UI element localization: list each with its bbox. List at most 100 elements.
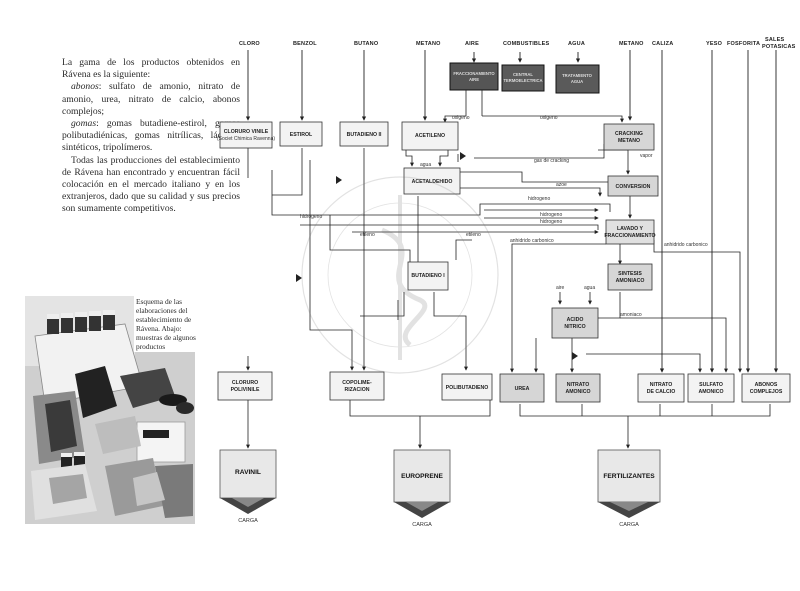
- box-cloruro-polivinile: [217, 371, 273, 401]
- box-conversion: [607, 175, 659, 197]
- silo-fertilizantes-label: FERTILIZANTES: [603, 473, 655, 480]
- silo-ravinil: [219, 449, 277, 514]
- box-conversion-label: CONVERSION: [616, 184, 651, 190]
- input-label-sales: SALES: [765, 37, 784, 43]
- flow-hidrogeno-2: hidrogeno: [300, 214, 322, 220]
- box-central-line-1: CENTRAL: [513, 72, 533, 77]
- box-acido-line-1: ACIDO: [567, 317, 584, 323]
- box-lavado-line-2: FRACCIONAMIENTO: [604, 233, 655, 239]
- silo-europrene: [393, 449, 451, 518]
- input-label-metano-1: METANO: [416, 41, 441, 47]
- box-fraccionamiento-aire: [449, 62, 499, 91]
- flow-agua: agua: [420, 162, 431, 168]
- flow-etileno-1: etileno: [360, 232, 375, 238]
- box-cracking-metano: [603, 123, 655, 151]
- silo-fertilizantes-carga: CARGA: [619, 522, 639, 528]
- box-estirol: [279, 121, 323, 147]
- silo-europrene-label: EUROPRENE: [401, 473, 443, 480]
- box-cloruro-vinile: [219, 121, 273, 149]
- silo-ravinil-label: RAVINIL: [235, 469, 261, 476]
- input-label-yeso: YESO: [706, 41, 723, 47]
- box-abonos-complejos-line-2: COMPLEJOS: [750, 389, 783, 395]
- box-acido-nitrico: [551, 307, 599, 339]
- box-nitrato-calcio-line-1: NITRATO: [650, 382, 673, 388]
- box-abonos-complejos-line-1: ABONOS: [755, 382, 778, 388]
- box-acetileno: [401, 121, 459, 151]
- box-lavado-fraccionamiento: [605, 219, 655, 245]
- box-sulfato-amonico-line-1: SULFATO: [699, 382, 723, 388]
- silo-europrene-carga: CARGA: [412, 522, 432, 528]
- box-sulfato-amonico: [687, 373, 735, 403]
- box-cloruro-polivinile-line-2: POLIVINILE: [231, 387, 260, 393]
- flow-hidrogeno-4: hidrogeno: [540, 219, 562, 225]
- box-sintesis-amoniaco: [607, 263, 653, 291]
- input-label-benzol: BENZOL: [293, 41, 317, 47]
- flow-oxigeno-1: oxigeno: [452, 115, 470, 121]
- box-butadieno-i: [407, 261, 449, 291]
- box-fraccionamiento-aire-line-2: AIRE: [469, 77, 479, 82]
- gomas-label: gomas: [71, 118, 97, 130]
- box-butadieno-i-label: BUTADIENO I: [411, 273, 445, 279]
- box-sintesis-line-2: AMONIACO: [616, 278, 645, 284]
- box-estirol-label: ESTIROL: [290, 132, 313, 138]
- box-tratamiento-line-1: TRATAMIENTO: [562, 73, 593, 78]
- box-nitrato-amonico-line-1: NITRATO: [567, 382, 590, 388]
- intro-text: La gama de los productos obtenidos en Rá…: [62, 57, 240, 216]
- box-acido-line-2: NITRICO: [564, 324, 585, 330]
- box-polibutadieno: [441, 373, 493, 401]
- box-central-termoelectrica: [501, 64, 545, 92]
- watermark-emblem: [301, 176, 499, 374]
- flow-agua-2: agua: [584, 285, 595, 291]
- silo-fertilizantes: [597, 449, 661, 518]
- input-label-cloro: CLORO: [239, 41, 260, 47]
- box-urea: [499, 373, 545, 403]
- box-central-line-2: TERMOELECTRICA: [503, 78, 542, 83]
- flow-vapor: vapor: [640, 153, 653, 159]
- flow-amoniaco: amoniaco: [620, 312, 642, 318]
- flow-hidrogeno-1: hidrogeno: [528, 196, 550, 202]
- input-label-agua: AGUA: [568, 41, 585, 47]
- box-abonos-complejos: [741, 373, 791, 403]
- box-cloruro-polivinile-line-1: CLORURO: [232, 380, 258, 386]
- flow-anhidrido-carbonico-2: anhidrido carbonico: [664, 242, 708, 248]
- intro-paragraph-1: La gama de los productos obtenidos en Rá…: [62, 57, 240, 81]
- abonos-label: abonos: [71, 81, 99, 93]
- flow-hidrogeno-3: hidrogeno: [540, 212, 562, 218]
- box-copolimerizacion: [329, 371, 385, 401]
- box-acetaldehido-label: ACETALDEHIDO: [412, 179, 453, 185]
- input-label-potasicas: POTASICAS: [762, 44, 796, 50]
- box-polibutadieno-label: POLIBUTADIENO: [446, 385, 489, 391]
- input-label-aire: AIRE: [465, 41, 479, 47]
- box-sintesis-line-1: SINTESIS: [618, 271, 642, 277]
- flow-gas-de-cracking: gas de cracking: [534, 158, 569, 164]
- figure-caption: Esquema de las elaboraciones del estable…: [134, 296, 198, 352]
- input-label-caliza: CALIZA: [652, 41, 673, 47]
- box-fraccionamiento-aire-line-1: FRACCIONAMIENTO: [453, 71, 495, 76]
- box-butadieno-ii-label: BUTADIENO II: [347, 132, 382, 138]
- box-nitrato-de-calcio: [637, 373, 685, 403]
- flow-aire: aire: [556, 285, 565, 291]
- gomas-text: : gomas butadiene-estirol, gomas polibut…: [62, 118, 240, 154]
- input-label-metano-2: METANO: [619, 41, 644, 47]
- intro-paragraph-gomas: gomas: gomas butadiene-estirol, gomas po…: [62, 118, 240, 155]
- flow-oxigeno-2: oxigeno: [540, 115, 558, 121]
- input-label-fosforita: FOSFORITA: [727, 41, 760, 47]
- box-cloruro-vinile-line-1: CLORURO VINILE: [224, 129, 269, 135]
- box-cracking-line-2: METANO: [618, 138, 640, 144]
- box-acetaldehido: [403, 167, 461, 195]
- box-nitrato-amonico: [555, 373, 601, 403]
- box-copolimerizacion-line-2: RIZACION: [344, 387, 369, 393]
- box-acetileno-label: ACETILENO: [415, 133, 445, 139]
- box-cloruro-vinile-line-2: (Societ Chimica Ravenna): [217, 136, 275, 142]
- box-sulfato-amonico-line-2: AMONICO: [698, 389, 723, 395]
- box-copolimerizacion-line-1: COPOLIME-: [342, 380, 372, 386]
- box-urea-label: UREA: [515, 386, 530, 392]
- input-label-butano: BUTANO: [354, 41, 379, 47]
- silo-ravinil-carga: CARGA: [238, 518, 258, 524]
- box-nitrato-amonico-line-2: AMONICO: [565, 389, 590, 395]
- input-label-combustibles: COMBUSTIBLES: [503, 41, 550, 47]
- box-cracking-line-1: CRACKING: [615, 131, 643, 137]
- intro-paragraph-4: Todas las producciones del establecimien…: [62, 154, 240, 215]
- box-tratamiento-agua: [555, 64, 600, 94]
